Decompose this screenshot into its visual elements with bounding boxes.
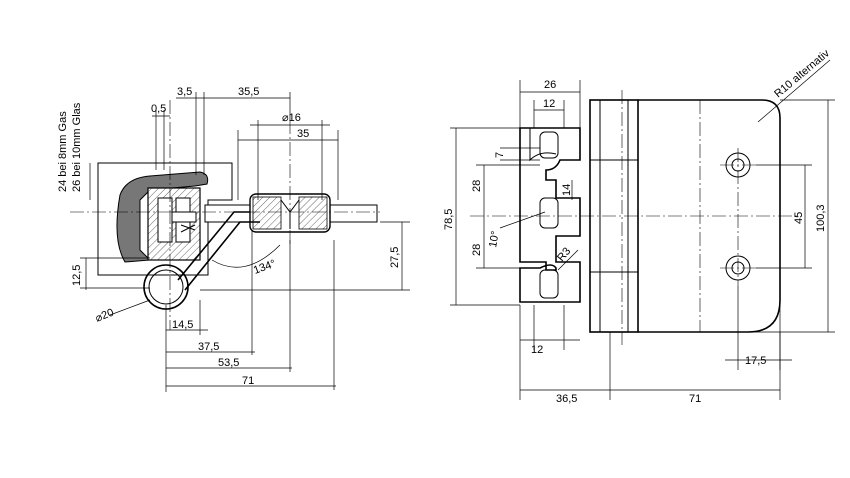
dim-45: 45 xyxy=(793,212,805,224)
dim-17-5: 17,5 xyxy=(745,355,766,367)
right-dimensions xyxy=(450,59,835,400)
left-section-view xyxy=(70,100,380,330)
dim-134-deg: 134° xyxy=(252,258,277,277)
dim-10-deg: 10° xyxy=(487,230,502,248)
dim-37-5: 37,5 xyxy=(198,341,219,353)
dim-0-5: 0,5 xyxy=(151,103,166,115)
dim-78-5: 78,5 xyxy=(443,209,455,230)
dim-24-glass: 24 bei 8mm Gas xyxy=(57,111,69,192)
gasket-profile xyxy=(116,171,209,263)
dim-14-5: 14,5 xyxy=(172,319,193,331)
dim-26-glass: 26 bei 10mm Glas xyxy=(71,102,83,192)
dim-12-5: 12,5 xyxy=(71,265,83,286)
dim-100-3: 100,3 xyxy=(815,204,827,232)
dim-3-5: 3,5 xyxy=(177,86,192,98)
dim-r3: R3 xyxy=(555,245,573,263)
dim-phi16: ⌀16 xyxy=(282,112,301,124)
dim-28a: 28 xyxy=(471,180,483,192)
dim-28b: 28 xyxy=(471,244,483,256)
dim-36-5: 36,5 xyxy=(556,393,577,405)
dim-26: 26 xyxy=(544,79,556,91)
dim-r10: R10 alternativ xyxy=(772,47,832,100)
dim-71-right: 71 xyxy=(689,393,701,405)
dim-12-top: 12 xyxy=(543,98,555,110)
dim-71-left: 71 xyxy=(242,375,254,387)
dim-53-5: 53,5 xyxy=(218,357,239,369)
right-front-view xyxy=(470,90,800,345)
dim-12-bottom: 12 xyxy=(531,344,543,356)
dim-35-5: 35,5 xyxy=(238,86,259,98)
dim-7: 7 xyxy=(494,152,506,158)
dim-27-5: 27,5 xyxy=(389,247,401,268)
dim-35: 35 xyxy=(297,128,309,140)
dim-14: 14 xyxy=(561,184,573,196)
left-dimensions xyxy=(80,92,410,392)
dim-phi20: ⌀20 xyxy=(94,307,116,325)
